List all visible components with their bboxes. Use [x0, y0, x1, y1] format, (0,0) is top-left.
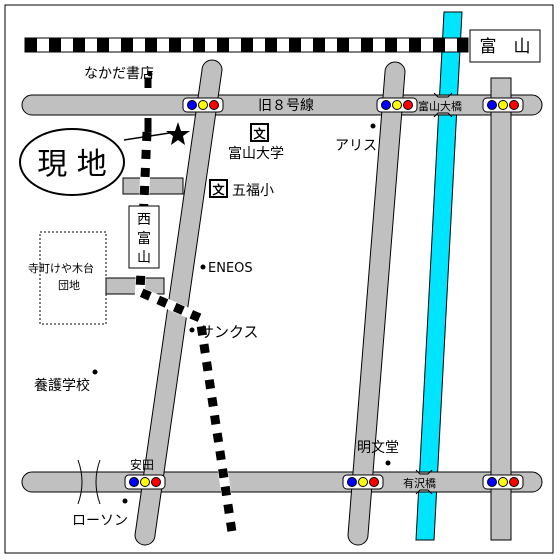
- road-branch-lower: [105, 277, 165, 295]
- road-branch-upper: [122, 177, 184, 195]
- signal-2: [376, 97, 418, 113]
- station-nishitoyama-char-3: 山: [137, 250, 151, 266]
- signal-5: [342, 474, 384, 490]
- label-genchi: 現 地: [37, 147, 107, 182]
- label-eneos: ENEOS: [208, 261, 253, 276]
- railway-top: [24, 37, 469, 53]
- road-middle-vertical: [347, 61, 406, 546]
- dot-yogo: [92, 369, 98, 375]
- dot-nakada: [147, 71, 153, 77]
- dot-lawson: [122, 498, 128, 504]
- label-yogo-gakko: 養護学校: [34, 377, 90, 394]
- signal-1: [182, 97, 224, 113]
- svg-text:文: 文: [212, 182, 225, 197]
- label-sunkus: サンクス: [199, 323, 259, 341]
- station-nishitoyama-char-2: 富: [137, 230, 151, 247]
- toyama-station-label: 富 山: [480, 37, 531, 57]
- station-nishitoyama: 西 富 山: [128, 205, 160, 269]
- label-toyama-ohashi: 富山大橋: [418, 99, 462, 113]
- dot-meibundo: [385, 460, 391, 466]
- map-frame: [4, 4, 554, 554]
- label-danchi-line2: 団地: [58, 279, 80, 292]
- road-bottom: [21, 471, 543, 493]
- signal-3: [482, 97, 524, 113]
- label-lawson: ローソン: [72, 513, 128, 529]
- dot-alice: [370, 123, 376, 129]
- bridge-marks: [77, 92, 453, 505]
- label-old-route-8: 旧８号線: [258, 98, 314, 114]
- label-alice: アリス: [335, 138, 377, 154]
- label-arisawabashi: 有沢橋: [403, 476, 436, 490]
- svg-text:文: 文: [253, 126, 266, 141]
- label-toyama-daigaku: 富山大学: [228, 145, 284, 162]
- label-nakada-shoten: なかだ書店: [84, 66, 154, 82]
- toyama-station-box: [469, 29, 541, 63]
- station-nishitoyama-char-1: 西: [137, 212, 151, 228]
- dot-eneos: [200, 264, 206, 270]
- signal-4: [124, 474, 166, 490]
- river: [415, 11, 463, 541]
- school-icon-gofuku: 文: [209, 179, 228, 198]
- label-yasuda: 安田: [130, 457, 154, 472]
- dot-sunkus: [189, 327, 195, 333]
- label-meibundo: 明文堂: [357, 440, 399, 456]
- label-gofuku-sho: 五福小: [232, 183, 274, 199]
- label-danchi-line1: 寺町けや木台: [28, 261, 94, 275]
- road-left-vertical: [134, 59, 223, 546]
- site-marker: 現 地: [19, 122, 190, 196]
- school-icon-university: 文: [250, 123, 269, 142]
- danchi-outline: [39, 231, 107, 325]
- star-icon: [166, 122, 190, 145]
- road-right-vertical: [490, 77, 512, 541]
- signal-6: [482, 474, 524, 490]
